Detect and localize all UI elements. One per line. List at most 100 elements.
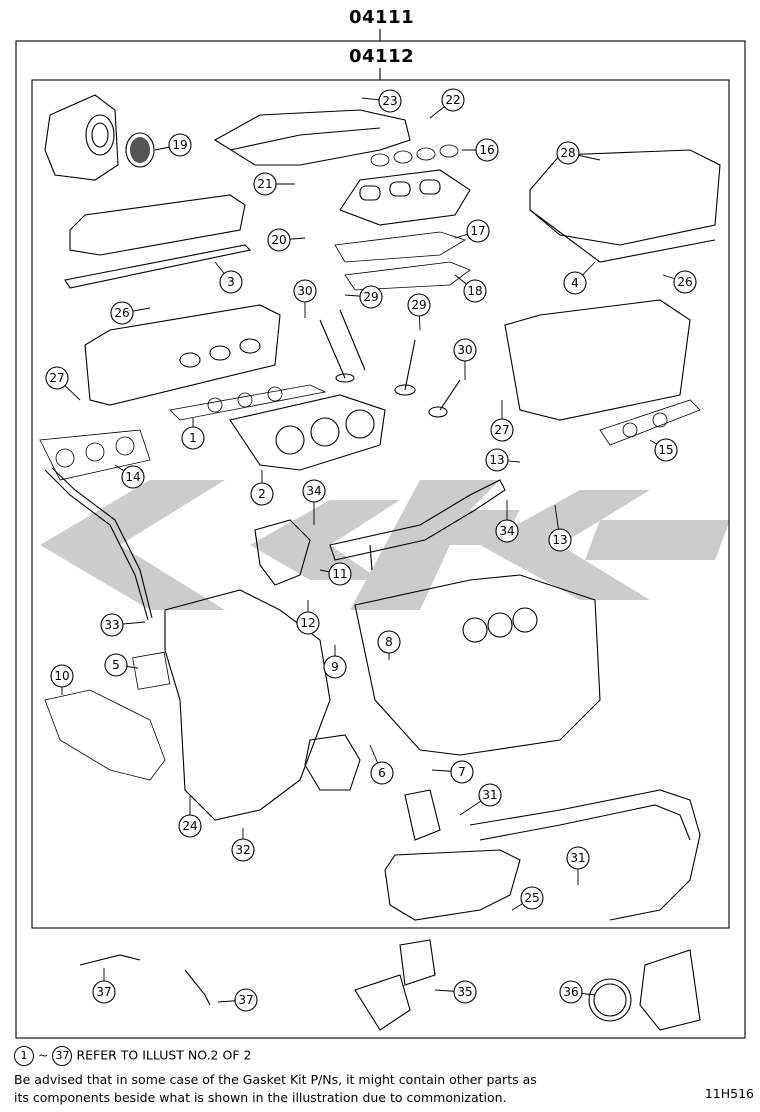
gasket-16-drawing — [370, 144, 459, 167]
oil-pan-drawing — [384, 849, 521, 921]
ref-end-circle: 37 — [52, 1046, 73, 1066]
callout-33: 33 — [100, 613, 146, 637]
callout-number: 2 — [258, 487, 266, 501]
callout-27: 27 — [45, 366, 81, 401]
callout-13: 13 — [485, 448, 521, 472]
dipstick-tube-drawing — [44, 467, 153, 621]
callout-34: 34 — [495, 500, 519, 543]
callout-number: 13 — [552, 533, 567, 547]
callout-26: 26 — [110, 301, 151, 325]
callout-circle — [441, 88, 465, 112]
callout-number: 17 — [470, 224, 485, 238]
cylinder-head-left-drawing — [84, 304, 281, 406]
callout-number: 34 — [499, 524, 514, 538]
outer-kit-code: 04111 — [349, 7, 415, 28]
callout-number: 29 — [363, 290, 378, 304]
callout-circle — [121, 465, 145, 489]
callout-circle — [231, 838, 255, 862]
callout-circle — [50, 664, 74, 688]
callout-29: 29 — [344, 285, 383, 309]
callout-circle — [654, 438, 678, 462]
callout-circle — [450, 760, 474, 784]
callout-26: 26 — [662, 270, 697, 294]
callout-6: 6 — [369, 744, 394, 785]
callout-27: 27 — [490, 400, 514, 442]
callout-number: 27 — [494, 423, 509, 437]
callout-circle — [407, 293, 431, 317]
callout-3: 3 — [214, 261, 243, 294]
callout-number: 23 — [382, 94, 397, 108]
callout-20: 20 — [267, 228, 306, 252]
callout-8: 8 — [377, 630, 401, 660]
callout-31: 31 — [459, 783, 502, 816]
cylinder-block-drawing — [354, 574, 601, 756]
callout-number: 37 — [96, 985, 111, 999]
advisory-line-2: its components beside what is shown in t… — [14, 1090, 507, 1105]
callout-number: 30 — [457, 343, 472, 357]
callout-circle — [359, 285, 383, 309]
callout-circle — [453, 338, 477, 362]
callout-2: 2 — [250, 470, 274, 506]
oil-strainer-drawing — [404, 789, 441, 841]
callout-4: 4 — [563, 261, 596, 295]
cylinder-head-right-drawing — [504, 299, 691, 421]
callout-circle — [323, 655, 347, 679]
callout-18: 18 — [454, 274, 487, 303]
callout-circle — [463, 279, 487, 303]
callout-circle — [559, 980, 583, 1004]
callout-number: 21 — [257, 177, 272, 191]
callout-number: 4 — [571, 276, 579, 290]
callout-36: 36 — [559, 980, 596, 1004]
callout-number: 26 — [114, 306, 129, 320]
callout-number: 32 — [235, 843, 250, 857]
callout-number: 29 — [411, 298, 426, 312]
callout-9: 9 — [323, 645, 347, 679]
callout-19: 19 — [154, 133, 192, 157]
callout-number: 5 — [112, 658, 120, 672]
callout-35: 35 — [434, 980, 477, 1004]
callout-circle — [253, 172, 277, 196]
callout-31: 31 — [566, 846, 590, 885]
callout-circle — [520, 886, 544, 910]
callout-29: 29 — [407, 293, 431, 331]
valves-drawing — [319, 309, 461, 418]
callout-number: 22 — [445, 93, 460, 107]
callout-number: 26 — [677, 275, 692, 289]
callout-number: 34 — [306, 484, 321, 498]
callout-number: 19 — [172, 138, 187, 152]
watermark-logo — [40, 480, 730, 610]
ref-start-circle: 1 — [14, 1046, 34, 1066]
callout-circle — [548, 528, 572, 552]
callout-17: 17 — [454, 219, 490, 243]
callout-circle — [475, 138, 499, 162]
callout-circle — [168, 133, 192, 157]
callout-13: 13 — [548, 504, 572, 552]
callout-circle — [490, 418, 514, 442]
callout-circle — [495, 519, 519, 543]
callout-circle — [293, 279, 317, 303]
callout-7: 7 — [431, 760, 474, 784]
callout-30: 30 — [453, 338, 477, 380]
cylinder-block-gasket-drawing — [229, 394, 386, 471]
mesh-gasket-drawing — [125, 132, 155, 168]
bottom-row-parts-drawing — [79, 939, 701, 1031]
callout-22: 22 — [429, 88, 465, 119]
exhaust-gasket-left-drawing — [39, 429, 151, 481]
callout-number: 20 — [271, 233, 286, 247]
callout-circle — [45, 366, 69, 390]
footer-ref-line: 1 ~ 37 REFER TO ILLUST NO.2 OF 2 — [14, 1046, 251, 1066]
callout-number: 18 — [467, 284, 482, 298]
callout-number: 33 — [104, 618, 119, 632]
callout-1: 1 — [181, 418, 205, 450]
ref-text: REFER TO ILLUST NO.2 OF 2 — [76, 1047, 252, 1063]
callout-25: 25 — [511, 886, 544, 911]
water-pump-drawing — [254, 519, 361, 791]
callout-24: 24 — [178, 795, 202, 838]
gasket-5-drawing — [132, 651, 171, 690]
intake-manifold-drawing — [339, 169, 471, 226]
inner-kit-code: 04112 — [349, 46, 415, 67]
callout-14: 14 — [114, 464, 145, 489]
callout-circle — [485, 448, 509, 472]
callout-circle — [178, 814, 202, 838]
